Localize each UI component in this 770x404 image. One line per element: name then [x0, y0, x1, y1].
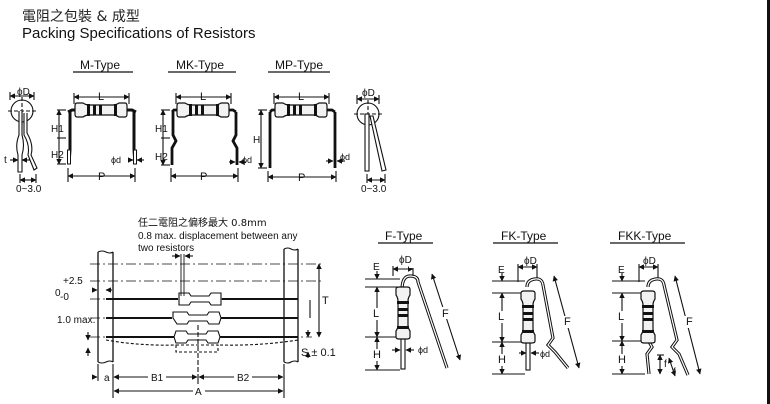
mp-dim-d: ϕd — [340, 152, 350, 162]
fk-dim-D: ϕD — [524, 256, 537, 267]
mk-dim-H1: H1 — [155, 124, 168, 135]
fk-type-label: FK-Type — [501, 229, 547, 243]
f-dim-H: H — [373, 349, 381, 361]
mk-dim-P: P — [200, 171, 207, 183]
tape-note-en-1: 0.8 max. displacement between any — [138, 231, 298, 242]
f-dim-L: L — [373, 308, 379, 320]
f-dim-E: E — [373, 262, 380, 273]
fk-dim-d: ϕd — [540, 349, 550, 359]
title-chinese: 電阻之包裝 & 成型 — [22, 9, 140, 25]
side-view-left — [8, 92, 38, 183]
tol-base: 0 — [55, 288, 61, 299]
dim-B2: B2 — [237, 373, 250, 384]
m-type-resistor — [74, 102, 128, 118]
mp-dim-P: P — [298, 172, 305, 184]
tol-minus: -0 — [60, 292, 69, 303]
mk-dim-d: ϕd — [242, 155, 252, 165]
m-dim-H1: H1 — [51, 124, 64, 135]
fkk-dim-f2: f — [673, 367, 676, 378]
mp-type-resistor — [274, 102, 328, 118]
tape-note-en-2: two resistors — [138, 243, 194, 254]
side-view-right — [354, 95, 387, 183]
dim-t: t — [4, 155, 7, 166]
mk-type-label: MK-Type — [176, 58, 224, 72]
dim-a: a — [104, 373, 110, 384]
max-label: 1.0 max. — [57, 315, 95, 326]
fkk-dim-L: L — [618, 311, 624, 323]
m-type-label: M-Type — [80, 58, 120, 72]
dim-phiD-left: ϕD — [17, 87, 30, 98]
tape-note-zh: 任二電阻之偏移最大 0.8mm — [138, 216, 267, 229]
f-dim-F: F — [442, 308, 449, 320]
dim-B1: B1 — [151, 373, 164, 384]
title-english: Packing Specifications of Resistors — [22, 25, 256, 42]
mp-type-dimensions — [258, 93, 345, 182]
dim-S: S ± 0.1 — [301, 347, 336, 359]
fkk-type-resistor — [640, 290, 656, 344]
m-dim-H2: H2 — [51, 150, 64, 161]
f-type-label: F-Type — [385, 229, 423, 243]
mk-type-diagram — [170, 108, 239, 165]
fk-dim-F: F — [564, 316, 571, 328]
tol-plus: +2.5 — [63, 276, 83, 287]
mk-type-resistor — [176, 102, 230, 118]
dim-T: T — [322, 295, 329, 307]
fkk-type-label: FKK-Type — [618, 229, 672, 243]
mp-dim-L: L — [298, 91, 304, 103]
f-type-resistor — [395, 286, 411, 340]
mk-type-dimensions — [160, 93, 246, 182]
dim-offset-left: 0~3.0 — [16, 184, 42, 195]
fk-type-resistor — [520, 290, 536, 344]
tape-diagram — [85, 247, 322, 398]
fk-dim-E: E — [498, 265, 505, 276]
mp-type-label: MP-Type — [275, 58, 323, 72]
fk-dim-L: L — [498, 311, 504, 323]
fkk-dim-F: F — [686, 316, 693, 328]
f-dim-d: ϕd — [418, 345, 428, 355]
dim-phiD-right: ϕD — [362, 88, 375, 99]
f-dim-D: ϕD — [399, 255, 412, 266]
dim-A: A — [195, 387, 202, 398]
fkk-dim-H: H — [618, 354, 626, 366]
fkk-dim-D: ϕD — [643, 256, 656, 267]
mp-dim-H: H — [253, 135, 260, 146]
dim-offset-right: 0~3.0 — [361, 184, 387, 195]
right-border — [767, 0, 770, 404]
mp-type-diagram — [268, 108, 337, 168]
m-type-diagram — [56, 93, 144, 182]
m-dim-d: ϕd — [111, 155, 121, 165]
m-dim-P: P — [98, 171, 105, 183]
fkk-type-diagram — [612, 264, 702, 377]
mk-dim-L: L — [200, 91, 206, 103]
fkk-dim-E: E — [618, 265, 625, 276]
fkk-dim-f1: f — [664, 359, 667, 370]
mk-dim-H2: H2 — [155, 152, 168, 163]
m-dim-L: L — [98, 91, 104, 103]
fk-dim-H: H — [498, 354, 506, 366]
